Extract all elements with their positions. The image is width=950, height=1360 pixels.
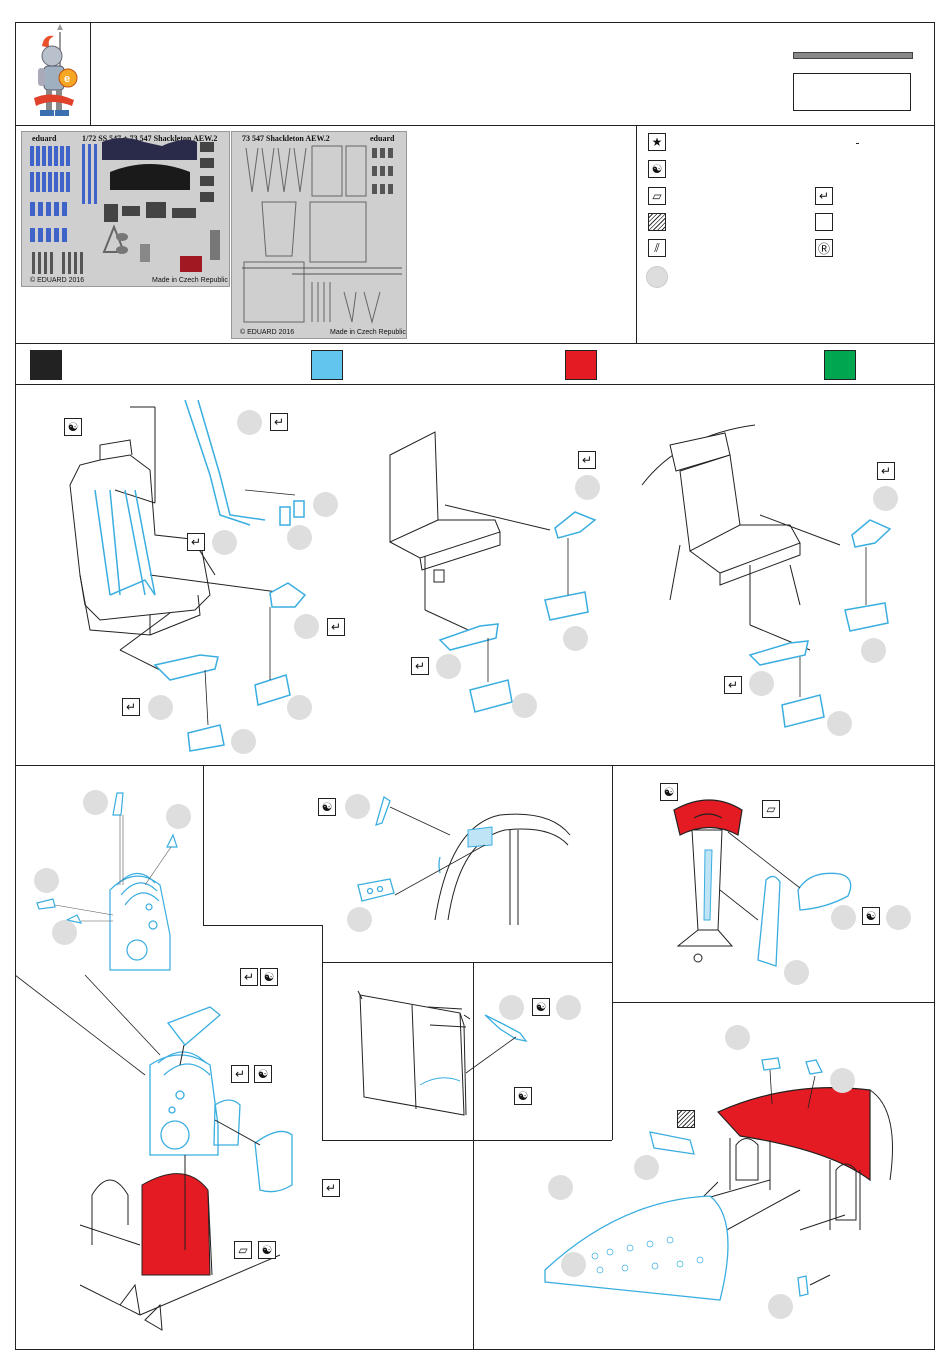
r-circle-icon: Ⓡ [815, 239, 833, 257]
part-callout [861, 638, 886, 663]
bend-icon: ↵ [187, 533, 205, 551]
part-callout [725, 1025, 750, 1050]
fret-right-parts [232, 132, 408, 340]
swatch-bottom-rule [15, 384, 935, 385]
seats-bottom-rule [15, 765, 935, 766]
part-callout [768, 1294, 793, 1319]
bend-icon: ↵ [327, 618, 345, 636]
yin-yang-icon: ☯ [64, 418, 82, 436]
part-callout [548, 1175, 573, 1200]
part-callout [561, 1252, 586, 1277]
star-icon: ★ [648, 133, 666, 151]
canopy-window-drawing [340, 785, 600, 935]
fret-left: eduard 1/72 SS 547 + 73 547 Shackleton A… [21, 131, 230, 287]
part-callout [166, 804, 191, 829]
fret-right-made-in: Made in Czech Republic [330, 329, 406, 336]
yin-yang-icon: ☯ [660, 783, 678, 801]
divider-row-d [203, 925, 323, 926]
crew-seat-3-drawing [640, 425, 910, 745]
instrument-panel-drawing [540, 1020, 920, 1340]
part-callout [749, 671, 774, 696]
yin-yang-icon: ☯ [254, 1065, 272, 1083]
fret-left-copyright: © EDUARD 2016 [30, 277, 84, 284]
part-callout [347, 907, 372, 932]
fret-left-made-in: Made in Czech Republic [152, 277, 228, 284]
yin-yang-icon: ☯ [862, 907, 880, 925]
part-callout [886, 905, 911, 930]
part-callout [499, 995, 524, 1020]
part-callout [294, 614, 319, 639]
yin-yang-icon: ☯ [514, 1087, 532, 1105]
fret-right-copyright: © EDUARD 2016 [240, 329, 294, 336]
bend-icon: ↵ [231, 1065, 249, 1083]
fret-left-parts [22, 132, 231, 288]
svg-text:e: e [64, 73, 70, 85]
swatch-light-blue [311, 350, 343, 380]
divider-inset [203, 765, 204, 925]
part-callout [52, 920, 77, 945]
divider-row-a [322, 962, 612, 963]
header-bar [793, 52, 913, 59]
yin-yang-icon: ☯ [260, 968, 278, 986]
drill-icon: ⫽ [648, 239, 666, 257]
part-callout [563, 626, 588, 651]
bend-icon: ↵ [578, 451, 596, 469]
part-callout [784, 960, 809, 985]
yin-yang-icon: ☯ [532, 998, 550, 1016]
yin-yang-icon: ☯ [318, 798, 336, 816]
part-callout [512, 693, 537, 718]
swatch-green [824, 350, 856, 380]
bend-icon: ↵ [411, 657, 429, 675]
part-callout [34, 868, 59, 893]
header-box [793, 73, 911, 111]
header-divider [90, 22, 91, 125]
bend-icon: ↵ [240, 968, 258, 986]
part-callout [831, 905, 856, 930]
part-callout [436, 654, 461, 679]
crew-seat-2-drawing [380, 430, 610, 730]
bend-icon: ↵ [322, 1179, 340, 1197]
swatch-red [565, 350, 597, 380]
bend-icon: ↵ [122, 698, 140, 716]
yin-yang-icon: ☯ [648, 160, 666, 178]
bend-icon: ↵ [270, 413, 288, 431]
part-callout [873, 486, 898, 511]
fold-icon: ⏥ [762, 800, 780, 818]
legend-divider [636, 125, 637, 343]
part-callout [231, 729, 256, 754]
control-column-drawing [650, 790, 930, 990]
part-callout [237, 410, 262, 435]
header-bottom-rule [15, 125, 935, 126]
divider-row-c [612, 1002, 935, 1003]
fret-bottom-rule [15, 343, 935, 344]
part-callout [212, 530, 237, 555]
part-number-circle-icon [646, 266, 668, 288]
bend-icon: ↵ [815, 187, 833, 205]
part-callout [827, 711, 852, 736]
fold-icon: ⏥ [234, 1241, 252, 1259]
legend-tick [856, 143, 859, 144]
knight-mascot-logo: e [22, 28, 84, 123]
part-callout [575, 475, 600, 500]
fret-right: 73 547 Shackleton AEW.2 eduard © EDUARD … [231, 131, 407, 339]
part-callout [287, 695, 312, 720]
part-callout [830, 1068, 855, 1093]
part-callout [634, 1155, 659, 1180]
bend-icon: ↵ [724, 676, 742, 694]
part-callout [83, 790, 108, 815]
part-callout [148, 695, 173, 720]
fold-icon: ⏥ [648, 187, 666, 205]
bend-icon: ↵ [877, 462, 895, 480]
part-callout [287, 525, 312, 550]
part-callout [345, 794, 370, 819]
yin-yang-icon: ☯ [258, 1241, 276, 1259]
hatch-icon [648, 213, 666, 231]
hatch-icon [677, 1110, 695, 1128]
part-callout [556, 995, 581, 1020]
part-callout [313, 492, 338, 517]
swatch-black [30, 350, 62, 380]
blank-icon [815, 213, 833, 231]
